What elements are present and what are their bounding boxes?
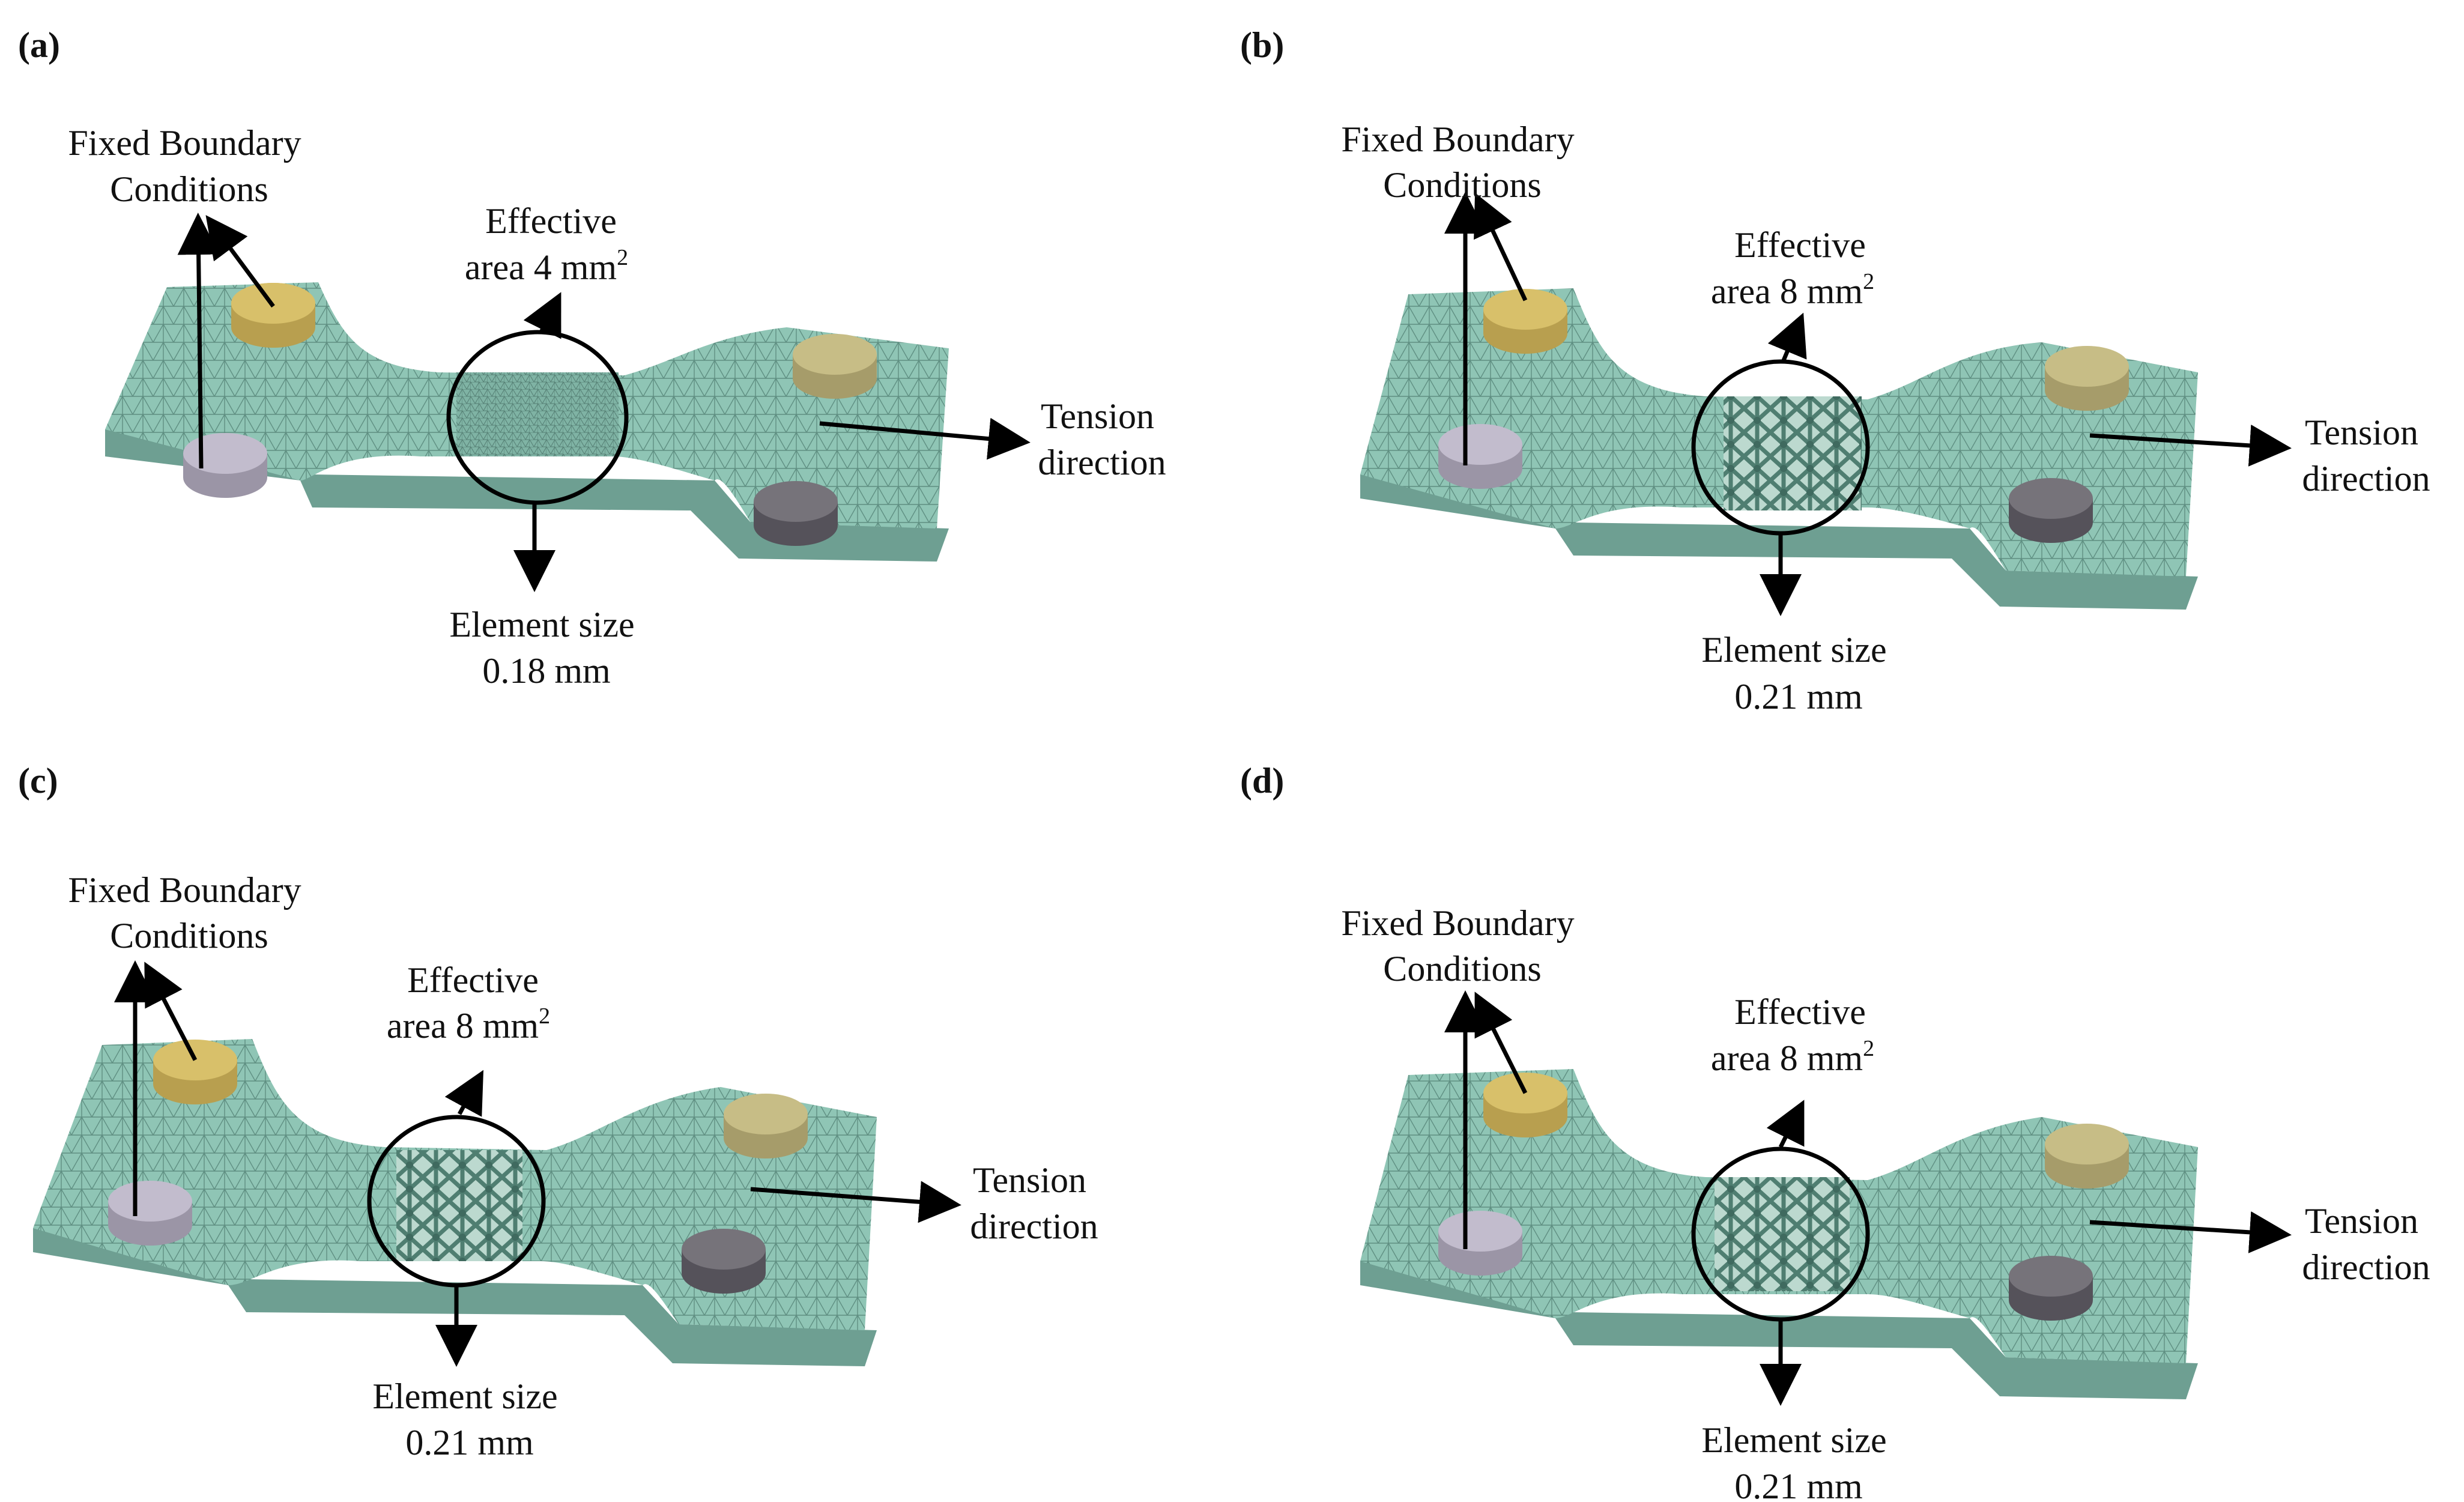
tension-label-c: Tension direction (970, 1160, 1098, 1246)
lattice-section-c (396, 1150, 522, 1261)
pin-yellow-a (231, 283, 315, 348)
pin-lavender-d (1438, 1211, 1522, 1276)
pin-lavender-a (183, 433, 267, 498)
fixed-label-b: Fixed Boundary Conditions (1341, 120, 1583, 205)
panel-a: (a) (18, 25, 1166, 691)
effective-label-c: Effective area 8 mm2 (387, 960, 550, 1046)
lattice-section-b (1724, 396, 1862, 510)
tension-arrow-b (2089, 424, 2292, 467)
pin-gray-c (682, 1229, 766, 1294)
fixed-arrow-2-c (144, 961, 198, 1061)
effective-area-circle-d (1691, 1146, 1870, 1322)
panel-c: (c) (18, 761, 1098, 1462)
element-label-c: Element size 0.21 mm (372, 1376, 566, 1462)
fixed-label-a: Fixed Boundary Conditions (68, 123, 310, 209)
tension-label-a: Tension direction (1038, 396, 1166, 482)
specimen-a (105, 282, 949, 562)
element-label-a: Element size 0.18 mm (449, 605, 643, 691)
specimen-side-a (105, 429, 949, 562)
lattice-section-d (1715, 1177, 1850, 1291)
fixed-arrow-2-b (1474, 192, 1528, 301)
fixed-arrow-1-a (177, 213, 220, 469)
panel-label-b: (b) (1240, 25, 1284, 65)
fixed-arrow-2-a (205, 215, 275, 308)
effective-label-b: Effective area 8 mm2 (1711, 225, 1875, 311)
pin-yellow-b (1483, 289, 1567, 354)
element-label-d: Element size 0.21 mm (1701, 1420, 1895, 1502)
pin-khaki-b (2045, 346, 2129, 411)
specimen-d (1360, 1069, 2198, 1399)
pin-khaki-d (2045, 1124, 2129, 1189)
pin-khaki-c (724, 1094, 808, 1158)
panel-label-a: (a) (18, 25, 60, 65)
tension-arrow-d (2089, 1211, 2292, 1253)
pin-yellow-c (153, 1040, 237, 1104)
fixed-label-d: Fixed Boundary Conditions (1341, 903, 1583, 989)
pin-gray-a (754, 481, 838, 546)
pin-yellow-d (1483, 1073, 1567, 1137)
tension-arrow-a (819, 417, 1031, 460)
fixed-label-c: Fixed Boundary Conditions (68, 870, 310, 955)
effective-arrow-d (1766, 1100, 1805, 1148)
pin-lavender-b (1438, 424, 1522, 489)
effective-arrow-b (1767, 312, 1807, 362)
tension-arrow-c (750, 1181, 961, 1223)
panel-label-d: (d) (1240, 761, 1284, 801)
gauge-section-a (456, 372, 619, 456)
pin-gray-d (2009, 1256, 2093, 1321)
element-label-b: Element size 0.21 mm (1701, 630, 1895, 716)
tension-label-d: Tension direction (2302, 1201, 2430, 1287)
effective-arrow-c (444, 1070, 484, 1117)
pin-lavender-c (108, 1181, 192, 1246)
tension-label-b: Tension direction (2302, 413, 2430, 498)
effective-arrow-a (523, 292, 562, 339)
effective-label-a: Effective area 4 mm2 (465, 201, 628, 287)
pin-khaki-a (793, 334, 877, 399)
fixed-arrow-2-d (1474, 992, 1528, 1094)
panel-b: (b) (1240, 25, 2430, 716)
pin-gray-b (2009, 478, 2093, 543)
effective-label-d: Effective area 8 mm2 (1711, 992, 1875, 1078)
panel-label-c: (c) (18, 761, 58, 801)
panel-d: (d) (1240, 761, 2430, 1502)
